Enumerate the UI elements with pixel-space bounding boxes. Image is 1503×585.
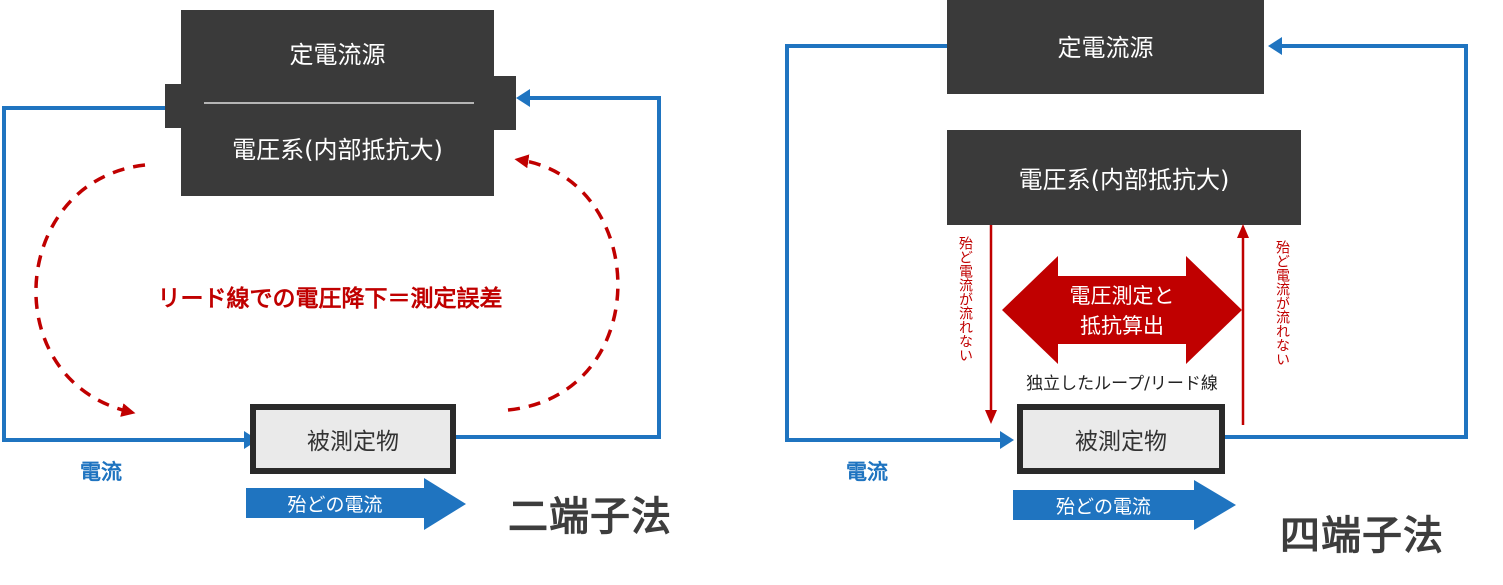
four-terminal-measure-line2: 抵抗算出 [1080,314,1164,338]
four-terminal-dut-label: 被測定物 [1075,429,1167,455]
four-terminal-measure-arrow [1002,256,1242,364]
two-terminal-source-label: 定電流源 [289,40,386,69]
four-terminal-voltmeter-label: 電圧系(内部抵抗大) [1018,165,1230,194]
four-terminal-flow-label: 殆どの電流 [1055,495,1151,518]
four-terminal-method-title: 四端子法 [1280,513,1444,559]
two-terminal-method-title: 二端子法 [508,494,672,540]
four-terminal-measure-line1: 電圧測定と [1069,284,1175,308]
four-terminal-flow-arrow [1013,480,1236,530]
two-terminal-dut-box [250,404,456,474]
four-terminal-dut-box [1017,404,1225,474]
two-terminal-error-arc-left [34,163,146,417]
four-terminal-voltmeter-box [947,130,1301,225]
four-terminal-source-label: 定電流源 [1057,33,1154,62]
two-terminal-voltmeter-label: 電圧系(内部抵抗大) [232,135,443,164]
two-terminal-flow-arrow [246,478,466,530]
four-terminal-source-box [947,0,1264,94]
two-terminal-dut-label: 被測定物 [307,429,399,455]
two-terminal-error-text: リード線での電圧降下＝測定誤差 [157,286,503,312]
four-terminal-no-current-left: 殆ど電流が流れない [957,236,973,362]
four-terminal-loop-label: 独立したループ/リード線 [1026,373,1218,394]
four-terminal-no-current-right: 殆ど電流が流れない [1274,240,1290,366]
two-terminal-flow-label: 殆どの電流 [287,493,383,516]
four-terminal-sense-leads [985,224,1249,425]
four-terminal-current-label: 電流 [846,460,888,484]
four-terminal-current-loop [785,37,1468,449]
two-terminal-instrument [165,10,516,196]
two-terminal-current-label: 電流 [80,460,122,484]
